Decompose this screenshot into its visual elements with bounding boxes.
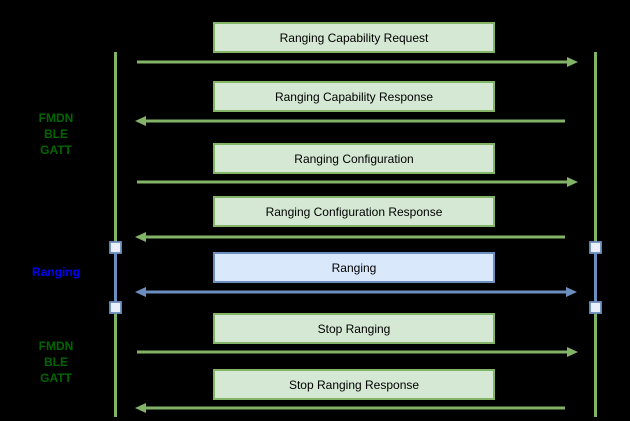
- phase-label-line: FMDN: [38, 339, 74, 353]
- phase-label-line: GATT: [40, 371, 72, 385]
- phase-label-line: Ranging: [32, 265, 80, 279]
- message-box-ranging-configuration-response: Ranging Configuration Response: [213, 196, 495, 227]
- activation-marker: [589, 241, 602, 254]
- message-box-ranging-capability-response: Ranging Capability Response: [213, 81, 495, 112]
- phase-label-line: BLE: [44, 355, 68, 369]
- message-box-ranging: Ranging: [213, 252, 495, 283]
- phase-label-line: GATT: [40, 143, 72, 157]
- phase-label-fmdn-ble-gatt-bottom: FMDN BLE GATT: [6, 338, 106, 386]
- activation-marker: [109, 241, 122, 254]
- phase-label-fmdn-ble-gatt-top: FMDN BLE GATT: [6, 110, 106, 158]
- message-box-stop-ranging: Stop Ranging: [213, 313, 495, 344]
- message-box-ranging-capability-request: Ranging Capability Request: [213, 22, 495, 53]
- activation-marker: [109, 301, 122, 314]
- activation-marker: [589, 301, 602, 314]
- phase-label-line: FMDN: [38, 111, 74, 125]
- message-arrows-group: [135, 57, 578, 413]
- message-box-stop-ranging-response: Stop Ranging Response: [213, 369, 495, 400]
- phase-label-ranging: Ranging: [6, 264, 106, 280]
- phase-label-line: BLE: [44, 127, 68, 141]
- message-box-ranging-configuration: Ranging Configuration: [213, 143, 495, 174]
